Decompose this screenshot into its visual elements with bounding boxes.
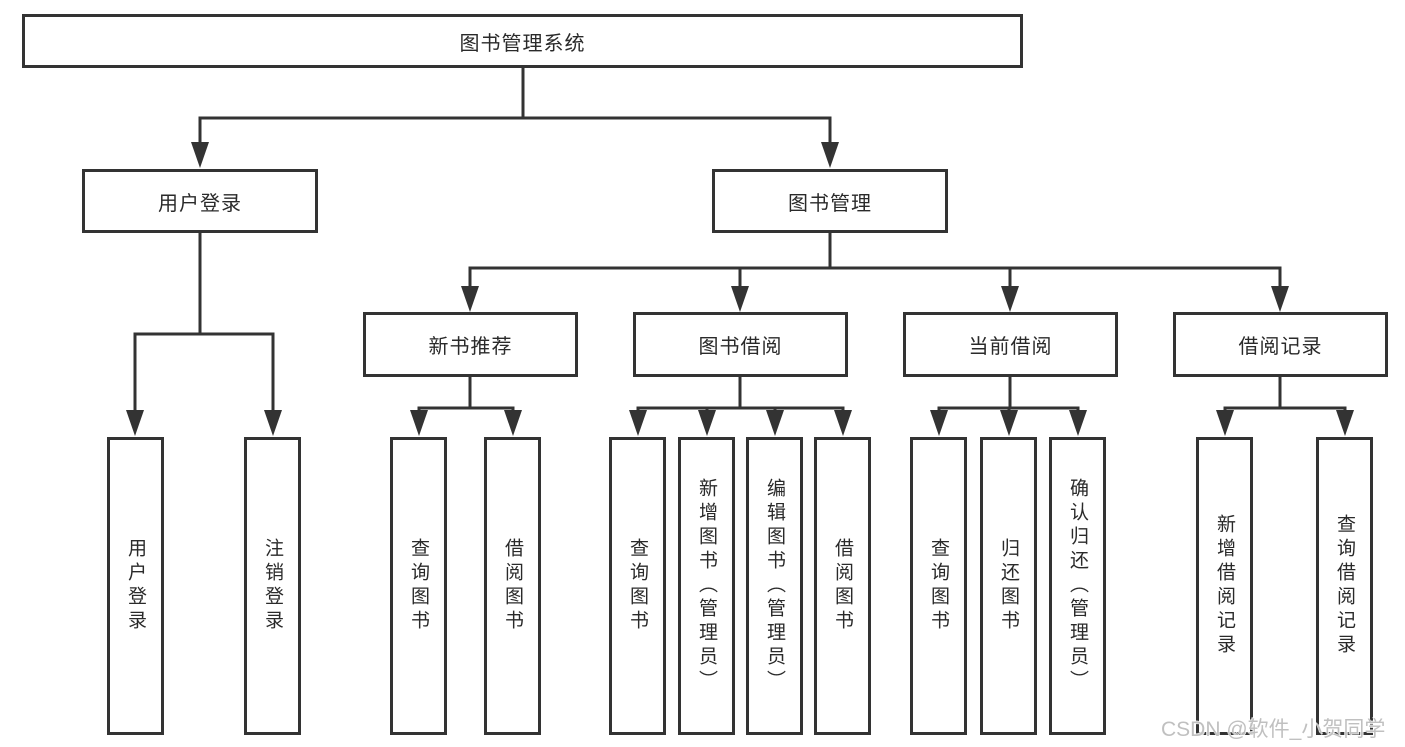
node-user-login: 用户登录 [82, 169, 318, 233]
node-label: 用户登录 [125, 538, 146, 634]
leaf-edit-books-admin: 编辑图书（管理员） [746, 437, 803, 735]
node-label: 查询图书 [627, 538, 648, 634]
node-label: 当前借阅 [968, 336, 1053, 358]
leaf-borrow-books: 借阅图书 [814, 437, 871, 735]
node-label: 确认归还（管理员） [1067, 478, 1088, 694]
node-borrowing-records: 借阅记录 [1173, 312, 1388, 377]
node-label: 图书借阅 [698, 336, 783, 358]
node-label: 查询图书 [408, 538, 429, 634]
leaf-add-borrow-record: 新增借阅记录 [1196, 437, 1253, 735]
node-label: 用户登录 [158, 192, 242, 215]
node-label: 归还图书 [998, 538, 1019, 634]
leaf-query-books-borrow: 查询图书 [609, 437, 666, 735]
leaf-user-login: 用户登录 [107, 437, 164, 735]
node-library-management-system: 图书管理系统 [22, 14, 1023, 68]
node-book-management: 图书管理 [712, 169, 948, 233]
node-label: 借阅图书 [832, 538, 853, 634]
arrowhead-icons [126, 142, 1354, 436]
node-label: 编辑图书（管理员） [764, 478, 785, 694]
leaf-borrow-books-recommend: 借阅图书 [484, 437, 541, 735]
node-book-borrowing: 图书借阅 [633, 312, 848, 377]
leaf-query-books-recommend: 查询图书 [390, 437, 447, 735]
leaf-query-borrow-record: 查询借阅记录 [1316, 437, 1373, 735]
node-label: 查询借阅记录 [1334, 514, 1355, 658]
leaf-return-books: 归还图书 [980, 437, 1037, 735]
node-label: 借阅图书 [502, 538, 523, 634]
node-label: 图书管理 [788, 192, 872, 215]
node-label: 查询图书 [928, 538, 949, 634]
node-label: 注销登录 [262, 538, 283, 634]
node-label: 新增图书（管理员） [696, 478, 717, 694]
leaf-add-books-admin: 新增图书（管理员） [678, 437, 735, 735]
node-label: 新增借阅记录 [1214, 514, 1235, 658]
node-new-book-recommendation: 新书推荐 [363, 312, 578, 377]
node-label: 图书管理系统 [459, 32, 586, 55]
node-label: 新书推荐 [428, 336, 513, 358]
node-current-borrowing: 当前借阅 [903, 312, 1118, 377]
leaf-confirm-return-admin: 确认归还（管理员） [1049, 437, 1106, 735]
node-label: 借阅记录 [1238, 336, 1323, 358]
leaf-query-books-current: 查询图书 [910, 437, 967, 735]
csdn-watermark: CSDN @软件_小贺同学 [1161, 718, 1386, 741]
leaf-logout: 注销登录 [244, 437, 301, 735]
